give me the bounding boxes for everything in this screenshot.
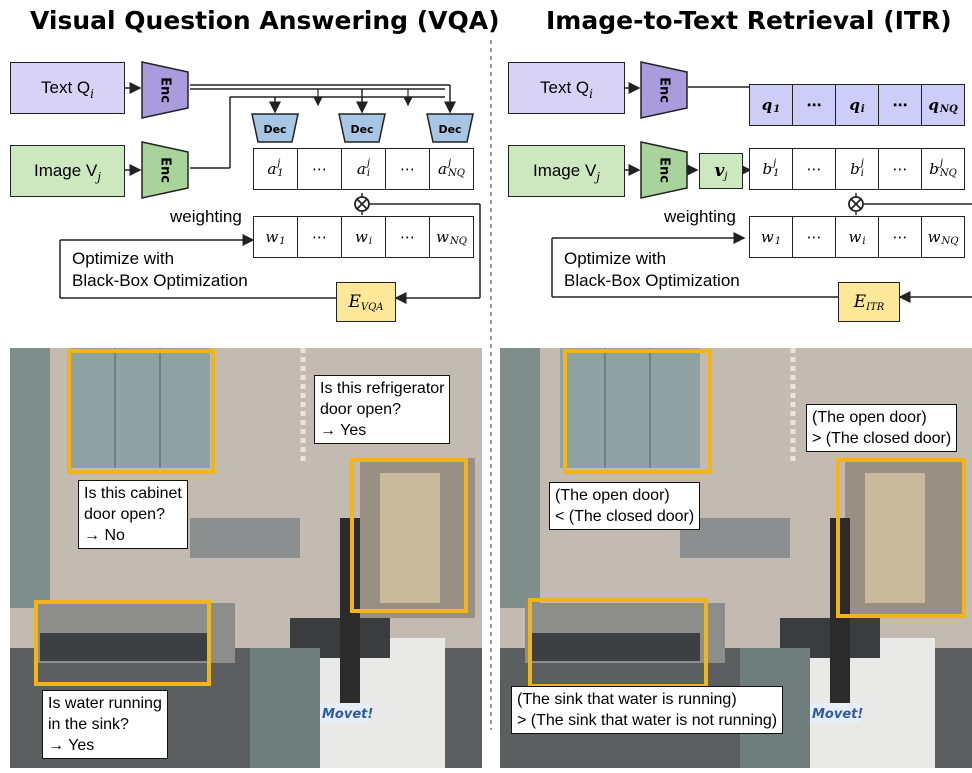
vqa-highlight-fridge: [350, 458, 468, 613]
itr-query-cell-1: ⋯: [792, 84, 836, 126]
vqa-energy-base: E: [348, 292, 361, 312]
itr-image-sub: j: [596, 170, 601, 184]
itr-text-encoder: Enc: [640, 61, 688, 119]
itr-highlight-fridge: [836, 458, 966, 618]
itr-weight-cell-4: w NQ: [921, 216, 965, 258]
itr-highlight-sink: [528, 598, 708, 688]
itr-weight-cell-1: ⋯: [792, 216, 836, 258]
itr-score-cell-1: ⋯: [792, 148, 836, 190]
divider-line: [490, 40, 492, 730]
itr-image-label: Image V: [532, 161, 597, 180]
vqa-title: Visual Question Answering (VQA): [30, 6, 500, 35]
vqa-image-encoder-label: Enc: [158, 157, 173, 183]
vqa-text-encoder: Enc: [141, 61, 189, 119]
svg-text:Dec: Dec: [350, 123, 373, 136]
itr-image-vector-sub: j: [724, 170, 728, 182]
vqa-decoder-nq: Dec: [426, 113, 474, 143]
itr-weight-cell-3: ⋯: [878, 216, 922, 258]
itr-pair-cabinet: (The open door)< (The closed door): [549, 482, 701, 530]
itr-image-encoder: Enc: [640, 141, 688, 199]
vqa-energy-sub: VQA: [360, 301, 384, 313]
vqa-highlight-sink: [34, 600, 211, 686]
itr-weight-cell-2: w i: [835, 216, 879, 258]
itr-weighting-label: weighting: [664, 207, 736, 226]
vqa-image-sub: j: [97, 170, 102, 184]
vqa-optimize-line2: Black-Box Optimization: [72, 271, 248, 290]
vqa-text-encoder-label: Enc: [158, 77, 173, 103]
itr-text-sub: i: [589, 87, 593, 101]
svg-text:Dec: Dec: [438, 123, 461, 136]
vqa-weight-cell-4: w NQ: [429, 216, 474, 258]
vqa-text-label: Text Q: [41, 78, 91, 97]
vqa-image-label: Image V: [33, 161, 98, 180]
itr-text-label: Text Q: [540, 78, 590, 97]
vqa-weight-cell-0: w 1: [253, 216, 298, 258]
itr-weight-cell-0: w 1: [749, 216, 793, 258]
itr-robot-logo: Movet!: [812, 707, 863, 722]
itr-pair-fridge: (The open door)> (The closed door): [806, 404, 958, 452]
itr-query-cell-4: q NQ: [921, 84, 965, 126]
vqa-weight-cell-2: w i: [341, 216, 386, 258]
vqa-text-sub: i: [90, 87, 94, 101]
vqa-weight-cell-1: ⋯: [297, 216, 342, 258]
itr-query-cell-0: q 1: [749, 84, 793, 126]
itr-energy-sub: ITR: [866, 301, 885, 313]
vqa-highlight-cabinet: [67, 349, 215, 474]
vqa-optimize-line1: Optimize with: [72, 249, 175, 268]
itr-query-cell-2: q i: [835, 84, 879, 126]
vqa-robot-logo: Movet!: [322, 707, 373, 722]
svg-text:Enc: Enc: [657, 77, 672, 103]
vqa-decoder-1: Dec: [251, 113, 299, 143]
svg-text:Enc: Enc: [657, 157, 672, 183]
itr-optimize-line2: Black-Box Optimization: [564, 271, 740, 290]
itr-image-vector: v: [714, 161, 725, 181]
itr-score-cell-3: ⋯: [878, 148, 922, 190]
svg-text:Dec: Dec: [263, 123, 286, 136]
itr-pair-sink: (The sink that water is running)> (The s…: [511, 686, 784, 734]
vqa-weight-cell-3: ⋯: [385, 216, 430, 258]
itr-energy-base: E: [853, 292, 867, 312]
vqa-weighting-label: weighting: [170, 207, 242, 226]
vqa-answer-cell-1: ⋯: [297, 148, 342, 190]
itr-query-cell-3: ⋯: [878, 84, 922, 126]
itr-title: Image-to-Text Retrieval (ITR): [546, 6, 952, 35]
vqa-decoder-i: Dec: [338, 113, 386, 143]
vqa-image-encoder: Enc: [141, 141, 189, 199]
vqa-connectors: [59, 82, 481, 304]
itr-optimize-line1: Optimize with: [564, 249, 667, 268]
vqa-answer-cell-3: ⋯: [385, 148, 430, 190]
itr-highlight-cabinet: [563, 349, 712, 474]
